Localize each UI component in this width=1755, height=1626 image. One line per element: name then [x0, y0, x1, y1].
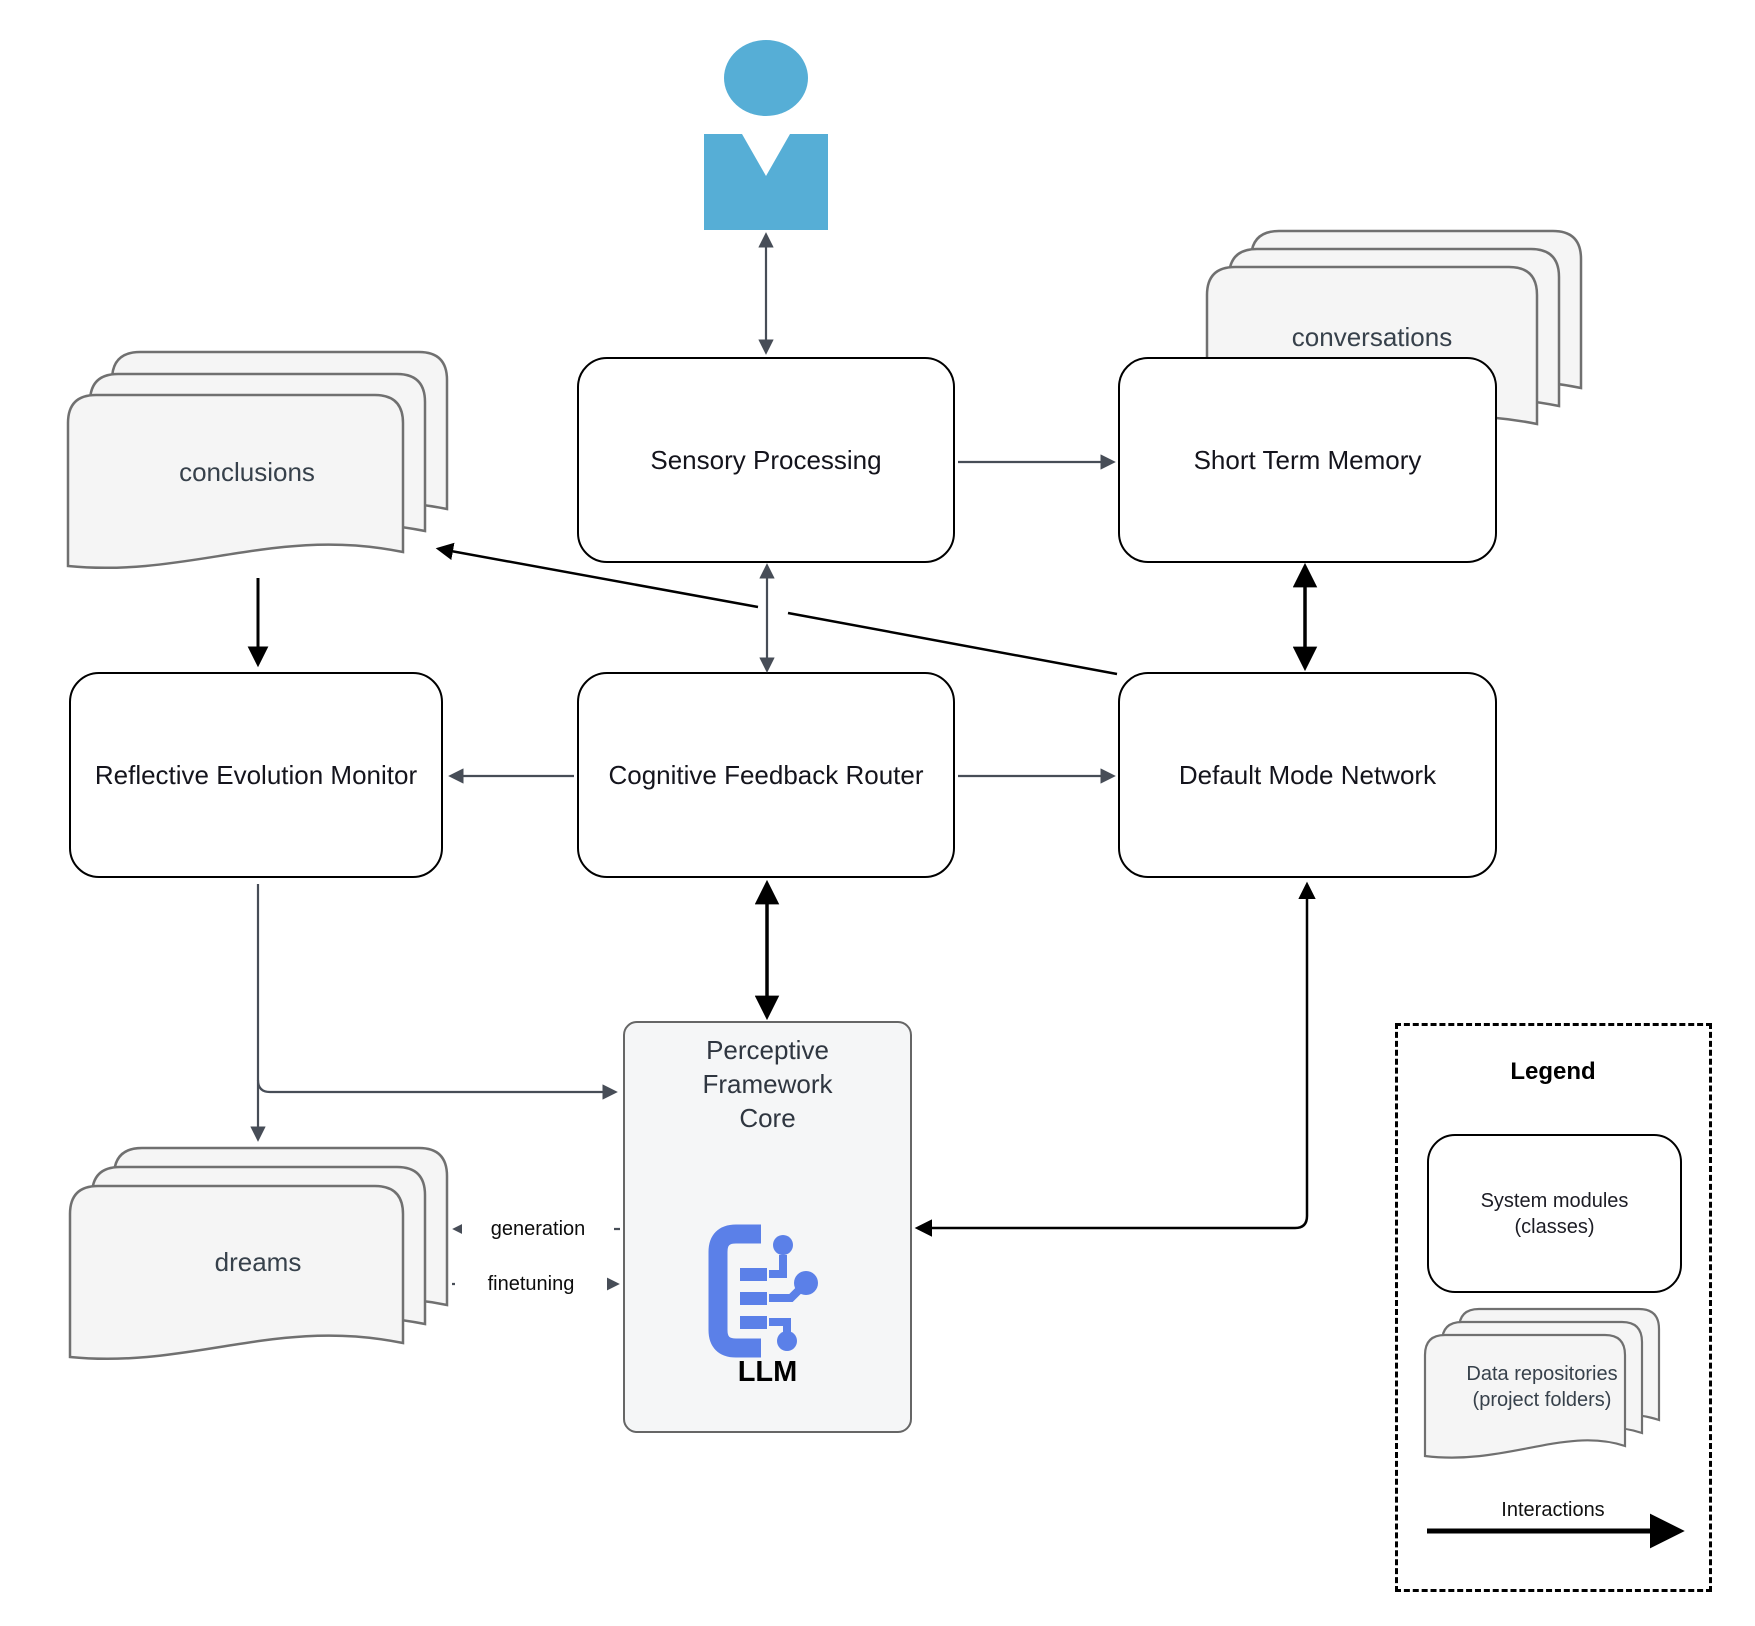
node-short-term-memory: Short Term Memory [1118, 357, 1497, 563]
pfc-title: Perceptive Framework Core [702, 1035, 833, 1133]
node-default-mode-network: Default Mode Network [1118, 672, 1497, 878]
node-reflective-evolution-monitor: Reflective Evolution Monitor [69, 672, 443, 878]
edge-label-finetuning: finetuning [455, 1270, 607, 1298]
llm-label: LLM [737, 1356, 798, 1388]
doc-label-dreams: dreams [214, 1246, 302, 1277]
edge-rem-to-pfc [256, 1079, 618, 1100]
legend-system-modules-sample: System modules (classes) [1427, 1134, 1682, 1293]
legend-data-repositories-label: Data repositories (project folders) [1466, 1363, 1618, 1411]
edge-dmn-to-conclusions-seg1 [787, 611, 1118, 676]
doc-label-conversations: conversations [1291, 321, 1453, 352]
node-sensory-processing: Sensory Processing [577, 357, 955, 563]
node-label: Sensory Processing [650, 444, 882, 475]
node-label: Cognitive Feedback Router [608, 759, 924, 790]
llm-circuit-icon [708, 1224, 818, 1358]
legend-title: Legend [1510, 1058, 1596, 1085]
node-cognitive-feedback-router: Cognitive Feedback Router [577, 672, 955, 878]
edge-label-generation: generation [462, 1215, 614, 1243]
user-icon [704, 40, 828, 230]
node-label: Reflective Evolution Monitor [94, 759, 418, 790]
doc-label-conclusions: conclusions [179, 456, 315, 487]
legend-panel [1395, 1023, 1712, 1592]
legend-interactions-label: Interactions [1501, 1499, 1605, 1521]
legend-system-modules-label: System modules (classes) [1480, 1189, 1629, 1238]
edge-dmn-pfc-elbow [914, 881, 1316, 1237]
node-perceptive-framework-core: Perceptive Framework Core LLM [623, 1021, 912, 1433]
node-label: Default Mode Network [1178, 759, 1437, 790]
node-label: Short Term Memory [1193, 444, 1422, 475]
